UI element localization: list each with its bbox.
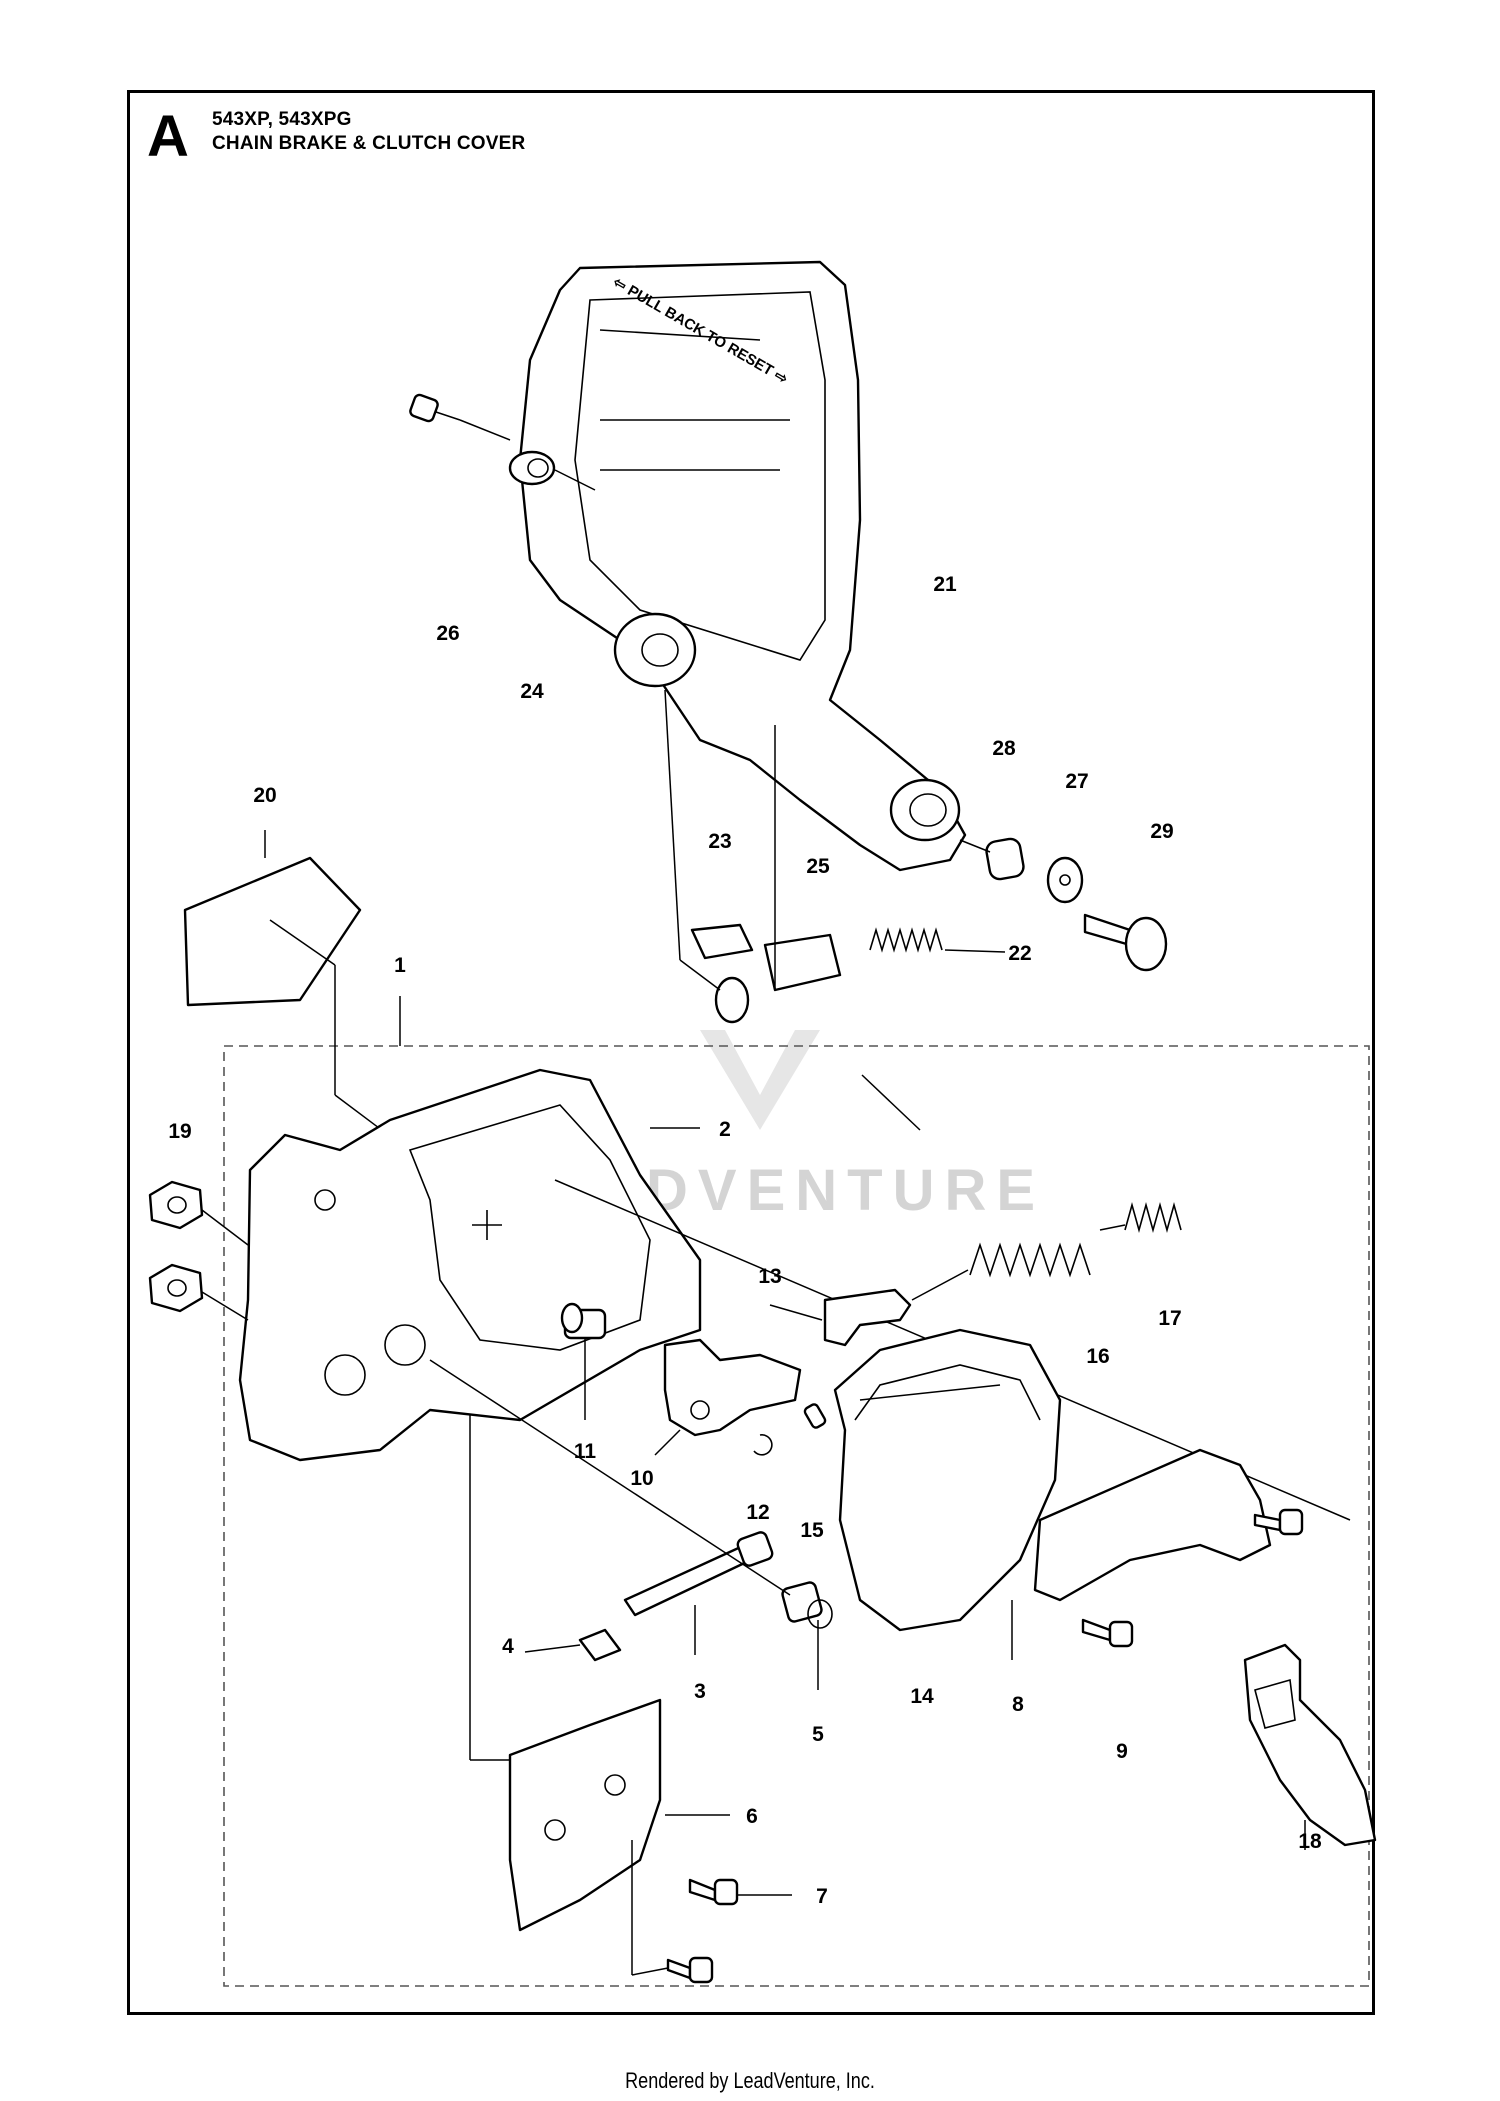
callout-5: 5 xyxy=(812,1723,824,1746)
part-29-screw[interactable] xyxy=(1083,913,1168,972)
part-19-nut-upper[interactable] xyxy=(148,1180,204,1230)
part-20-label[interactable] xyxy=(183,856,362,1007)
callout-6: 6 xyxy=(746,1805,758,1828)
part-22-spring[interactable] xyxy=(869,927,943,953)
part-7-screw-lower[interactable] xyxy=(666,1956,714,1984)
part-25-block[interactable] xyxy=(763,933,842,992)
callout-19: 19 xyxy=(168,1120,191,1143)
part-19-nut-lower[interactable] xyxy=(148,1263,204,1313)
part-27-washer[interactable] xyxy=(1046,856,1084,904)
part-21-brake-handle[interactable]: ⇦ PULL BACK TO RESET ⇨ xyxy=(518,260,967,872)
callout-25: 25 xyxy=(806,855,830,878)
part-17-spring[interactable] xyxy=(1124,1202,1182,1233)
callout-2: 2 xyxy=(719,1118,731,1141)
callout-8: 8 xyxy=(1012,1693,1024,1716)
catcher-screw[interactable] xyxy=(1253,1508,1304,1536)
part-3-adjuster-rod[interactable] xyxy=(623,1531,774,1617)
part-26-screw[interactable] xyxy=(409,393,461,423)
part-16-spring[interactable] xyxy=(969,1242,1091,1278)
diagram-frame xyxy=(127,90,1375,2015)
callout-14: 14 xyxy=(910,1685,934,1708)
callout-21: 21 xyxy=(933,573,957,596)
callout-18: 18 xyxy=(1298,1830,1322,1853)
part-10-lever[interactable] xyxy=(663,1338,802,1437)
part-28-bushing[interactable] xyxy=(985,837,1025,881)
callout-22: 22 xyxy=(1008,942,1031,965)
part-13-pawl[interactable] xyxy=(823,1288,912,1347)
callout-11: 11 xyxy=(574,1440,597,1463)
part-5-stud[interactable] xyxy=(781,1581,833,1629)
callout-1: 1 xyxy=(394,954,406,977)
part-14-brake-band[interactable] xyxy=(833,1328,1062,1632)
assembly-boundary xyxy=(223,1045,1370,1987)
diagram-title: CHAIN BRAKE & CLUTCH COVER xyxy=(212,133,526,154)
callout-17: 17 xyxy=(1158,1307,1181,1330)
callout-7: 7 xyxy=(816,1885,828,1908)
callout-10: 10 xyxy=(630,1467,653,1490)
callout-4: 4 xyxy=(502,1635,514,1658)
part-11-stud[interactable] xyxy=(560,1302,607,1340)
callout-numbers: 1 2 3 4 5 6 7 8 9 10 11 12 13 14 15 16 1… xyxy=(168,573,1322,1908)
callout-15: 15 xyxy=(800,1519,824,1542)
callout-20: 20 xyxy=(253,784,276,807)
callout-29: 29 xyxy=(1150,820,1173,843)
part-7-screw-upper[interactable] xyxy=(688,1878,739,1906)
footer-credit: Rendered by LeadVenture, Inc. xyxy=(625,2068,875,2093)
part-9-screw[interactable] xyxy=(1081,1618,1134,1648)
model-numbers: 543XP, 543XPG xyxy=(212,109,352,130)
part-8-chain-catcher[interactable] xyxy=(1033,1448,1272,1602)
part-24-bushing[interactable] xyxy=(508,450,556,486)
part-15-pin[interactable] xyxy=(803,1403,827,1429)
callout-24: 24 xyxy=(520,680,544,703)
callout-12: 12 xyxy=(746,1501,769,1524)
part-18-cover-plate[interactable] xyxy=(1243,1643,1377,1847)
callout-23: 23 xyxy=(708,830,731,853)
brake-washer[interactable] xyxy=(714,976,750,1024)
part-4-nut[interactable] xyxy=(578,1628,622,1662)
part-23-pad[interactable] xyxy=(690,923,754,960)
section-letter: A xyxy=(147,104,189,169)
callout-28: 28 xyxy=(992,737,1016,760)
part-12-circlip[interactable] xyxy=(753,1434,773,1456)
callout-26: 26 xyxy=(436,622,459,645)
callout-16: 16 xyxy=(1086,1345,1109,1368)
callout-13: 13 xyxy=(758,1265,781,1288)
callout-27: 27 xyxy=(1065,770,1088,793)
part-2-clutch-cover[interactable] xyxy=(238,1068,702,1462)
part-6-guide-plate[interactable] xyxy=(508,1698,662,1932)
callout-3: 3 xyxy=(694,1680,706,1703)
callout-9: 9 xyxy=(1116,1740,1128,1763)
